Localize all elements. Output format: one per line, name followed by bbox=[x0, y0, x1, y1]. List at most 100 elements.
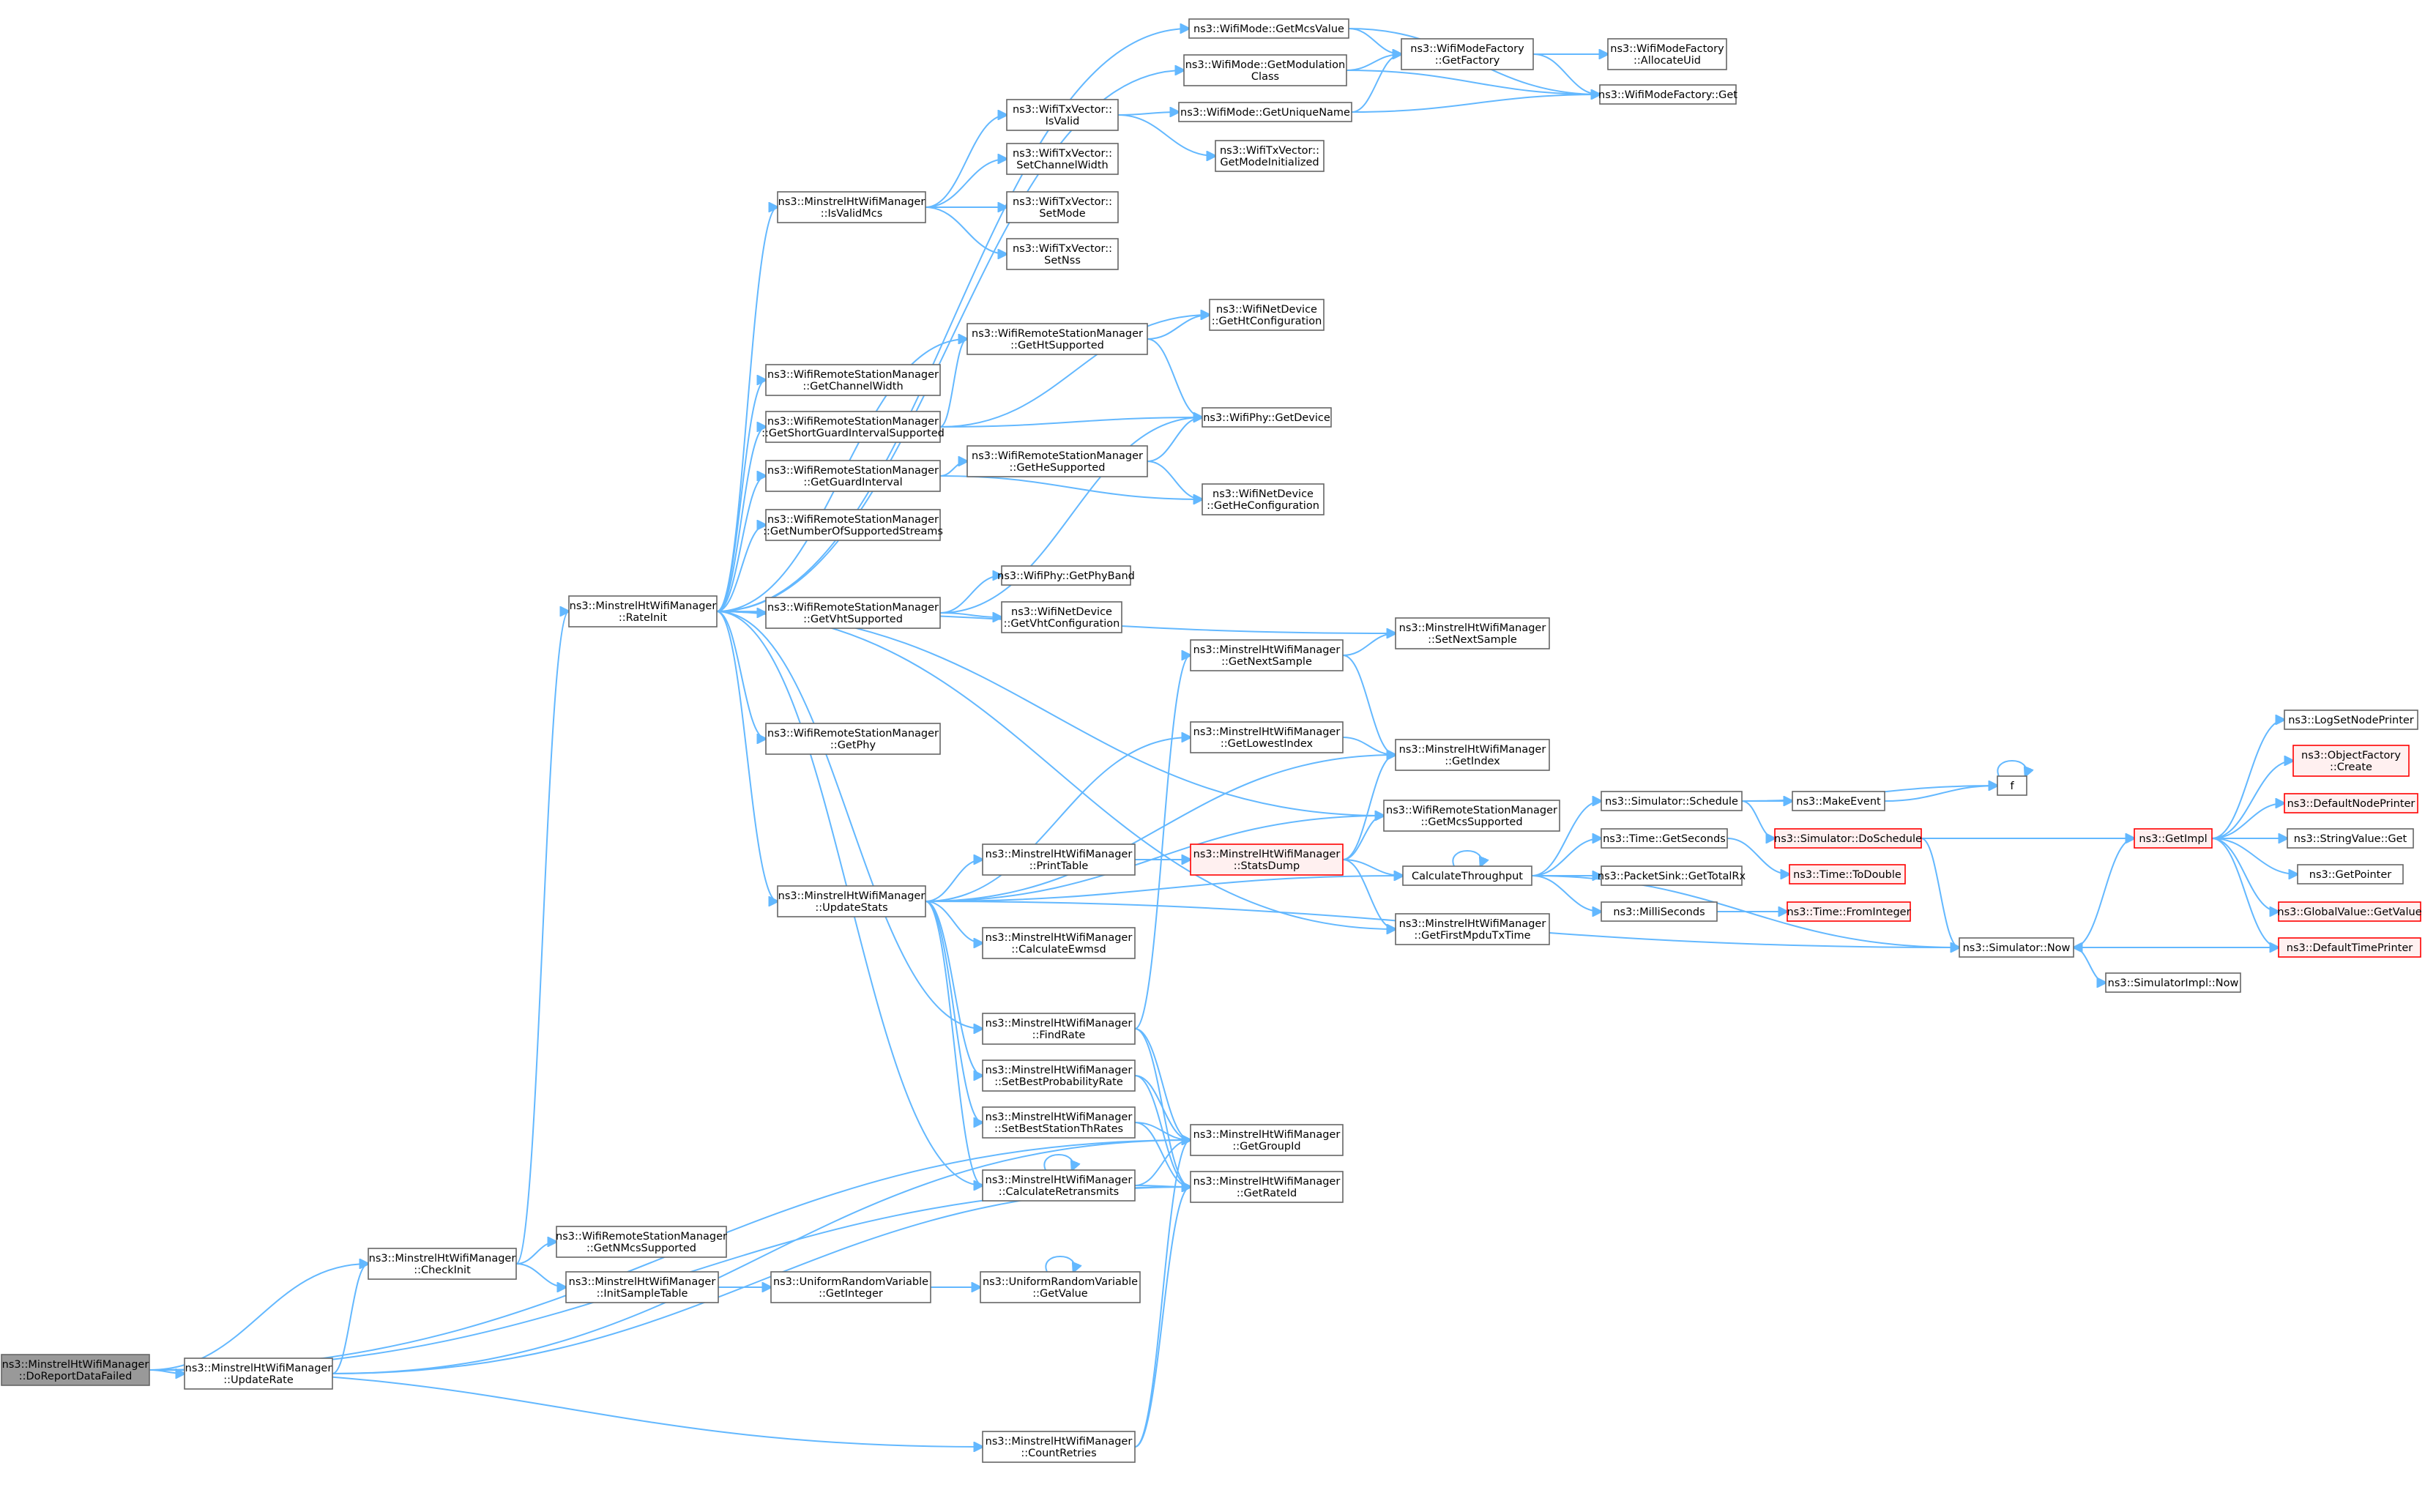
node-getnmcs[interactable]: ns3::WifiRemoteStationManager::GetNMcsSu… bbox=[556, 1226, 727, 1258]
node-mode_getmcs[interactable]: ns3::WifiMode::GetMcsValue bbox=[1188, 18, 1349, 39]
node-findrate[interactable]: ns3::MinstrelHtWifiManager::FindRate bbox=[982, 1013, 1136, 1045]
node-label: ns3::StringValue::Get bbox=[2294, 833, 2407, 845]
node-label: ns3::WifiRemoteStationManager bbox=[1386, 805, 1557, 816]
node-nd_getht[interactable]: ns3::WifiNetDevice::GetHtConfiguration bbox=[1209, 299, 1325, 331]
node-txv_getmodeinit[interactable]: ns3::WifiTxVector::GetModeInitialized bbox=[1215, 140, 1325, 172]
edge-updatestats-to-rsm_getmcs bbox=[925, 816, 1384, 902]
node-label: ns3::MinstrelHtWifiManager bbox=[1193, 1176, 1341, 1188]
node-printtable[interactable]: ns3::MinstrelHtWifiManager::PrintTable bbox=[982, 843, 1136, 876]
node-rsm_getgi[interactable]: ns3::WifiRemoteStationManager::GetGuardI… bbox=[765, 460, 941, 492]
node-makeevent[interactable]: ns3::MakeEvent bbox=[1792, 791, 1885, 811]
node-rsm_getnss[interactable]: ns3::WifiRemoteStationManager::GetNumber… bbox=[763, 509, 943, 541]
node-mode_getuid[interactable]: ns3::WifiMode::GetUniqueName bbox=[1178, 102, 1352, 122]
edge-getnextsample-to-getindex bbox=[1342, 655, 1396, 755]
node-rsm_getsgi[interactable]: ns3::WifiRemoteStationManager::GetShortG… bbox=[761, 411, 945, 443]
node-txv_setmode[interactable]: ns3::WifiTxVector::SetMode bbox=[1006, 191, 1119, 223]
node-calcthr[interactable]: CalculateThroughput bbox=[1402, 865, 1532, 886]
node-box bbox=[1789, 864, 1906, 885]
node-time_fromint[interactable]: ns3::Time::FromInteger bbox=[1787, 901, 1911, 922]
node-calcretrans[interactable]: ns3::MinstrelHtWifiManager::CalculateRet… bbox=[982, 1169, 1136, 1202]
node-label: ns3::Time::FromInteger bbox=[1787, 906, 1910, 918]
node-txv_isvalid[interactable]: ns3::WifiTxVector::IsValid bbox=[1006, 99, 1119, 131]
edge-findrate-to-getnextsample bbox=[1134, 655, 1191, 1029]
node-setbestprob[interactable]: ns3::MinstrelHtWifiManager::SetBestProba… bbox=[982, 1059, 1136, 1092]
node-rateinit[interactable]: ns3::MinstrelHtWifiManager::RateInit bbox=[568, 595, 718, 627]
node-box bbox=[777, 191, 926, 223]
node-getrateid[interactable]: ns3::MinstrelHtWifiManager::GetRateId bbox=[1190, 1171, 1344, 1203]
node-f[interactable]: f bbox=[1997, 775, 2027, 796]
node-globalval[interactable]: ns3::GlobalValue::GetValue bbox=[2277, 901, 2422, 922]
node-txv_setcw[interactable]: ns3::WifiTxVector::SetChannelWidth bbox=[1006, 143, 1119, 175]
node-rsm_getht[interactable]: ns3::WifiRemoteStationManager::GetHtSupp… bbox=[966, 323, 1148, 355]
node-countretries[interactable]: ns3::MinstrelHtWifiManager::CountRetries bbox=[982, 1431, 1136, 1463]
node-box bbox=[1190, 843, 1344, 876]
node-sim_now[interactable]: ns3::Simulator::Now bbox=[1959, 937, 2074, 958]
node-time_todouble[interactable]: ns3::Time::ToDouble bbox=[1789, 864, 1906, 885]
node-label: ns3::MinstrelHtWifiManager bbox=[986, 932, 1133, 944]
node-box bbox=[2284, 793, 2418, 813]
node-initsample[interactable]: ns3::MinstrelHtWifiManager::InitSampleTa… bbox=[565, 1271, 719, 1303]
node-label: ::StatsDump bbox=[1234, 860, 1300, 872]
node-updatestats[interactable]: ns3::MinstrelHtWifiManager::UpdateStats bbox=[777, 885, 926, 917]
node-urv_getint[interactable]: ns3::UniformRandomVariable::GetInteger bbox=[770, 1271, 931, 1303]
node-phy_getdev[interactable]: ns3::WifiPhy::GetDevice bbox=[1202, 407, 1332, 428]
node-getnextsample[interactable]: ns3::MinstrelHtWifiManager::GetNextSampl… bbox=[1190, 639, 1344, 671]
edge-updatestats-to-setbestthr bbox=[925, 901, 983, 1122]
node-urv_getval[interactable]: ns3::UniformRandomVariable::GetValue bbox=[980, 1271, 1141, 1303]
node-rsm_getphy[interactable]: ns3::WifiRemoteStationManager::GetPhy bbox=[765, 723, 941, 755]
node-rsm_getmcs[interactable]: ns3::WifiRemoteStationManager::GetMcsSup… bbox=[1383, 800, 1560, 832]
node-label: ns3::MinstrelHtWifiManager bbox=[369, 1253, 516, 1265]
node-millisec[interactable]: ns3::MilliSeconds bbox=[1601, 901, 1718, 922]
node-getfirstmpdu[interactable]: ns3::MinstrelHtWifiManager::GetFirstMpdu… bbox=[1395, 913, 1550, 945]
node-updaterate[interactable]: ns3::MinstrelHtWifiManager::UpdateRate bbox=[184, 1358, 333, 1390]
edge-getimpl-to-defnodeprinter bbox=[2211, 803, 2284, 839]
node-nd_getvht[interactable]: ns3::WifiNetDevice::GetVhtConfiguration bbox=[1001, 601, 1122, 633]
node-sim_dosched[interactable]: ns3::Simulator::DoSchedule bbox=[1774, 828, 1922, 849]
edge-rateinit-to-rsm_getnss bbox=[716, 525, 766, 612]
node-defnodeprinter[interactable]: ns3::DefaultNodePrinter bbox=[2284, 793, 2418, 813]
node-phy_getband[interactable]: ns3::WifiPhy::GetPhyBand bbox=[997, 565, 1135, 586]
node-deftimeprinter[interactable]: ns3::DefaultTimePrinter bbox=[2278, 937, 2421, 958]
edge-rateinit-to-mode_getmcs bbox=[716, 29, 1189, 612]
node-label: GetModeInitialized bbox=[1220, 157, 1319, 168]
node-rsm_gethe[interactable]: ns3::WifiRemoteStationManager::GetHeSupp… bbox=[966, 445, 1148, 477]
node-mf_getfactory[interactable]: ns3::WifiModeFactory::GetFactory bbox=[1401, 38, 1534, 70]
node-box bbox=[1006, 143, 1119, 175]
node-checkinit[interactable]: ns3::MinstrelHtWifiManager::CheckInit bbox=[368, 1248, 517, 1280]
node-label: ns3::WifiRemoteStationManager bbox=[972, 328, 1143, 340]
node-setbestthr[interactable]: ns3::MinstrelHtWifiManager::SetBestStati… bbox=[982, 1106, 1136, 1139]
node-box bbox=[1395, 913, 1550, 945]
node-getindex[interactable]: ns3::MinstrelHtWifiManager::GetIndex bbox=[1395, 739, 1550, 771]
node-time_getsec[interactable]: ns3::Time::GetSeconds bbox=[1601, 828, 1728, 849]
node-box bbox=[1001, 601, 1122, 633]
node-sim_schedule[interactable]: ns3::Simulator::Schedule bbox=[1601, 791, 1743, 811]
node-calcewmsd[interactable]: ns3::MinstrelHtWifiManager::CalculateEwm… bbox=[982, 927, 1136, 959]
edge-urv_getval-to-urv_getval bbox=[1045, 1256, 1074, 1272]
node-rsm_getvht[interactable]: ns3::WifiRemoteStationManager::GetVhtSup… bbox=[765, 597, 941, 629]
node-setnextsample[interactable]: ns3::MinstrelHtWifiManager::SetNextSampl… bbox=[1395, 617, 1550, 649]
node-objfactory[interactable]: ns3::ObjectFactory::Create bbox=[2292, 745, 2410, 777]
node-txv_setnss[interactable]: ns3::WifiTxVector::SetNss bbox=[1006, 238, 1119, 270]
node-getimpl[interactable]: ns3::GetImpl bbox=[2134, 828, 2213, 849]
node-getgroupid[interactable]: ns3::MinstrelHtWifiManager::GetGroupId bbox=[1190, 1124, 1344, 1156]
node-label: ns3::SimulatorImpl::Now bbox=[2108, 977, 2239, 989]
node-mf_get[interactable]: ns3::WifiModeFactory::Get bbox=[1598, 84, 1737, 105]
node-box bbox=[2278, 937, 2421, 958]
node-box bbox=[1006, 99, 1119, 131]
node-label: ::GetShortGuardIntervalSupported bbox=[761, 428, 945, 439]
node-nd_gethe[interactable]: ns3::WifiNetDevice::GetHeConfiguration bbox=[1202, 483, 1325, 515]
node-rsm_getcw[interactable]: ns3::WifiRemoteStationManager::GetChanne… bbox=[765, 364, 941, 396]
node-getpointer[interactable]: ns3::GetPointer bbox=[2297, 864, 2404, 885]
node-getlowest[interactable]: ns3::MinstrelHtWifiManager::GetLowestInd… bbox=[1190, 721, 1344, 753]
node-strvalget[interactable]: ns3::StringValue::Get bbox=[2287, 828, 2414, 849]
node-simimpl_now[interactable]: ns3::SimulatorImpl::Now bbox=[2105, 972, 2241, 993]
edge-rsm_getsgi-to-phy_getdev bbox=[939, 417, 1202, 428]
node-logsetnode[interactable]: ns3::LogSetNodePrinter bbox=[2284, 710, 2418, 730]
node-pktsink[interactable]: ns3::PacketSink::GetTotalRx bbox=[1598, 865, 1746, 886]
node-isvalidmcs[interactable]: ns3::MinstrelHtWifiManager::IsValidMcs bbox=[777, 191, 926, 223]
node-mf_alloc[interactable]: ns3::WifiModeFactory::AllocateUid bbox=[1607, 38, 1727, 70]
node-statsdump[interactable]: ns3::MinstrelHtWifiManager::StatsDump bbox=[1190, 843, 1344, 876]
node-label: ns3::MinstrelHtWifiManager bbox=[1193, 644, 1341, 656]
node-box bbox=[982, 843, 1136, 876]
